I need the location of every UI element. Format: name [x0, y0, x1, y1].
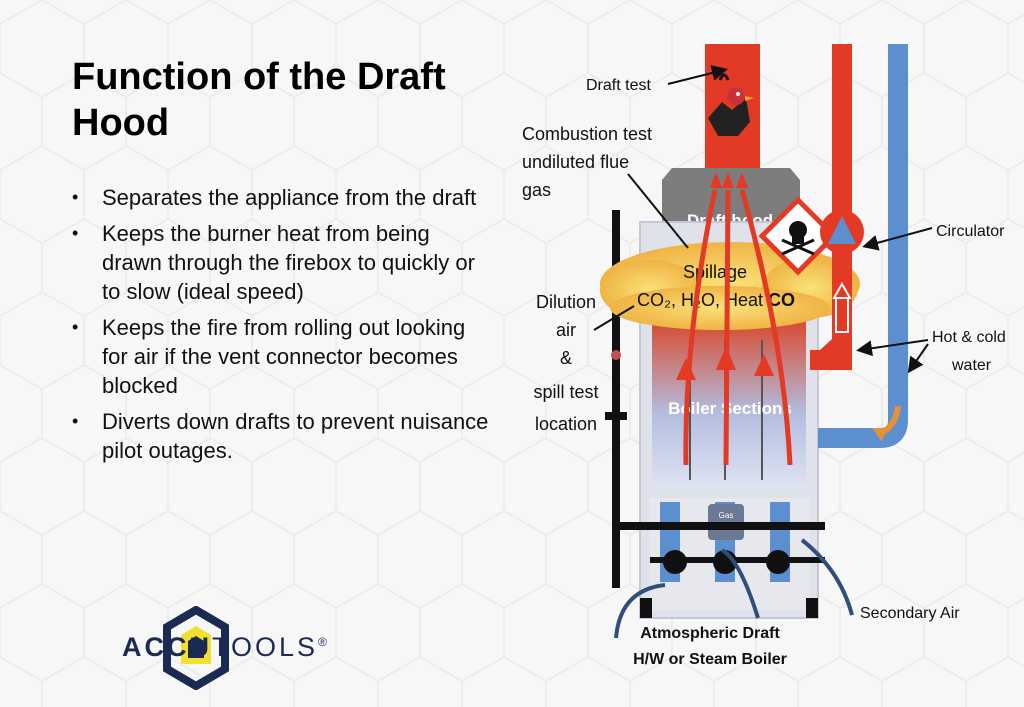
gas-valve-label: Gas: [719, 511, 734, 520]
diagram-caption: H/W or Steam Boiler: [633, 651, 787, 668]
registered-mark: ®: [318, 635, 327, 649]
secondary-air-lines: [614, 538, 854, 639]
spillage-gases-label: CO₂, H₂O, Heat: [637, 290, 763, 310]
secondary-air-label: Secondary Air: [860, 605, 960, 622]
boiler-sections-label: Boiler Sections: [668, 399, 792, 418]
bullet-item: Diverts down drafts to prevent nuisance …: [72, 407, 492, 465]
dilution-air-label: &: [560, 348, 572, 368]
draft-test-label: Draft test: [586, 77, 651, 94]
flue-gas-arrows: [683, 189, 793, 466]
bullet-list: Separates the appliance from the draft K…: [72, 183, 492, 472]
dilution-air-label: location: [535, 414, 597, 434]
water-label: Hot & cold: [932, 329, 1006, 346]
skull-hazard-icon: [758, 196, 838, 276]
bullet-item: Keeps the burner heat from being drawn t…: [72, 219, 492, 306]
combustion-test-label: Combustion test: [522, 124, 652, 144]
diagram-caption: Atmospheric Draft: [640, 625, 780, 642]
flue-pipe: [705, 44, 760, 174]
accutools-logo-icon: [163, 606, 229, 690]
brand-bold: ACCU: [122, 632, 212, 662]
brand-wordmark: ACCUTOOLS®: [122, 632, 327, 663]
circulator-label: Circulator: [936, 223, 1005, 240]
water-label: water: [951, 357, 992, 374]
slide-title: Function of the Draft Hood: [72, 56, 446, 144]
brand-rest: TOOLS: [212, 632, 319, 662]
combustion-test-label: undiluted flue: [522, 152, 629, 172]
spillage-label: Spillage: [683, 262, 747, 282]
gas-supply-pipe: [612, 210, 620, 588]
dilution-air-label: Dilution: [536, 292, 596, 312]
spillage-co-label: CO: [768, 290, 795, 310]
circulator-pump-icon: [820, 210, 864, 254]
boiler-diagram: Draft hood Boiler Sections Gas Valve Spi…: [522, 44, 1006, 668]
dilution-air-label: spill test: [533, 382, 598, 402]
dilution-air-label: air: [556, 320, 576, 340]
bullet-item: Separates the appliance from the draft: [72, 183, 492, 212]
bullet-item: Keeps the fire from rolling out looking …: [72, 313, 492, 400]
combustion-test-label: gas: [522, 180, 551, 200]
